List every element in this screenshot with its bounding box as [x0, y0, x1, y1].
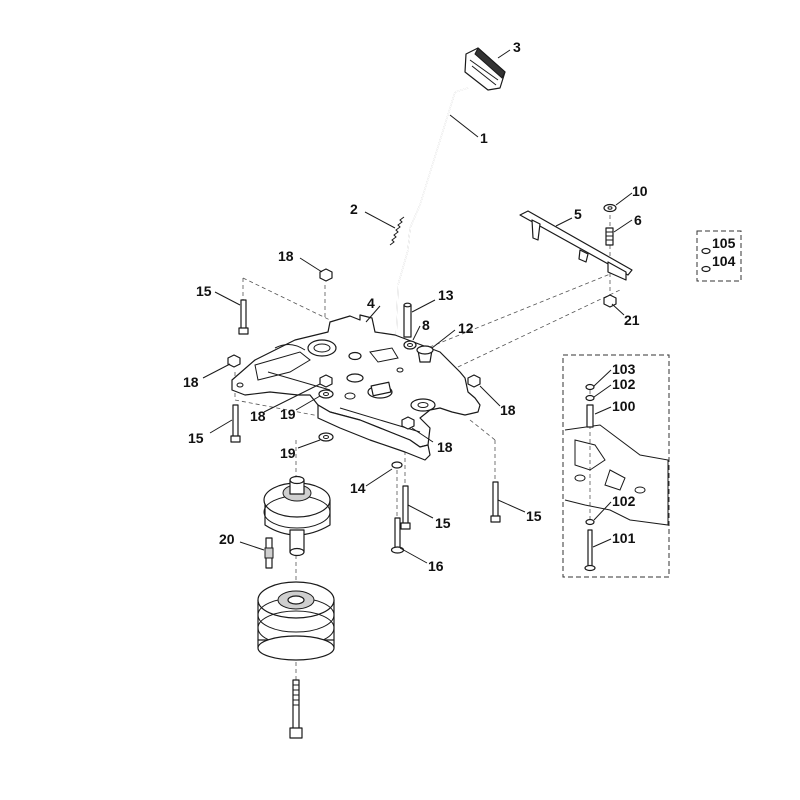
part-15-bolt-top [238, 299, 249, 335]
callout-15-right: 15 [526, 508, 542, 524]
callout-6: 6 [634, 212, 642, 228]
callout-18-right: 18 [500, 402, 516, 418]
callout-105: 105 [712, 235, 736, 251]
callout-100: 100 [612, 398, 636, 414]
callout-18-left: 18 [183, 374, 199, 390]
detail-box-104-105 [696, 230, 742, 282]
callout-20: 20 [219, 531, 235, 547]
part-3-lever-knob [464, 47, 506, 91]
callout-3: 3 [513, 39, 521, 55]
callout-18-top: 18 [278, 248, 294, 264]
part-5-shaft [519, 210, 633, 281]
part-6-pin [605, 227, 614, 246]
part-15-bolt-right [490, 481, 501, 523]
crank-bolt [289, 679, 303, 739]
callout-101: 101 [612, 530, 636, 546]
callout-10: 10 [632, 183, 648, 199]
part-18-nut-bottom [401, 416, 415, 430]
part-18-nut-center [319, 374, 333, 388]
part-13-pin [403, 302, 412, 338]
callout-4: 4 [367, 295, 375, 311]
part-14-washer [391, 461, 403, 469]
part-10-washer [603, 203, 617, 213]
part-15-bolt-left [230, 404, 241, 443]
pulley-upper [263, 475, 331, 557]
part-18-nut-left [227, 354, 241, 368]
part-12-bushing [416, 345, 434, 363]
callout-19-upper: 19 [280, 406, 296, 422]
electric-clutch [257, 581, 335, 661]
leader-lines [202, 49, 633, 564]
part-18-nut-right [467, 374, 481, 388]
part-18-nut-top [319, 268, 333, 282]
part-19-washer-lower [318, 432, 334, 442]
part-19-washer-upper [318, 389, 334, 399]
callout-104: 104 [712, 253, 736, 269]
part-1-lever-rod [395, 87, 469, 346]
callout-12: 12 [458, 320, 474, 336]
part-8-washer [403, 340, 417, 350]
callout-13: 13 [438, 287, 454, 303]
callout-18-bottom: 18 [437, 439, 453, 455]
part-21-nut [603, 294, 617, 308]
callout-16: 16 [428, 558, 444, 574]
callout-19-lower: 19 [280, 445, 296, 461]
callout-15-top: 15 [196, 283, 212, 299]
callout-8: 8 [422, 317, 430, 333]
callout-1: 1 [480, 130, 488, 146]
callout-15-center: 15 [435, 515, 451, 531]
detail-box-100-103 [562, 354, 670, 578]
callout-5: 5 [574, 206, 582, 222]
callout-14: 14 [350, 480, 366, 496]
callout-2: 2 [350, 201, 358, 217]
callout-15-left: 15 [188, 430, 204, 446]
part-2-spring [389, 216, 405, 246]
callout-labels: 3 1 2 4 5 6 10 21 13 8 12 18 15 18 15 18… [183, 39, 736, 574]
callout-102-top: 102 [612, 376, 636, 392]
part-15-bolt-center [400, 485, 411, 530]
part-20-stud [264, 537, 274, 569]
callout-21: 21 [624, 312, 640, 328]
callout-102-bottom: 102 [612, 493, 636, 509]
callout-18-center: 18 [250, 408, 266, 424]
callout-103: 103 [612, 361, 636, 377]
